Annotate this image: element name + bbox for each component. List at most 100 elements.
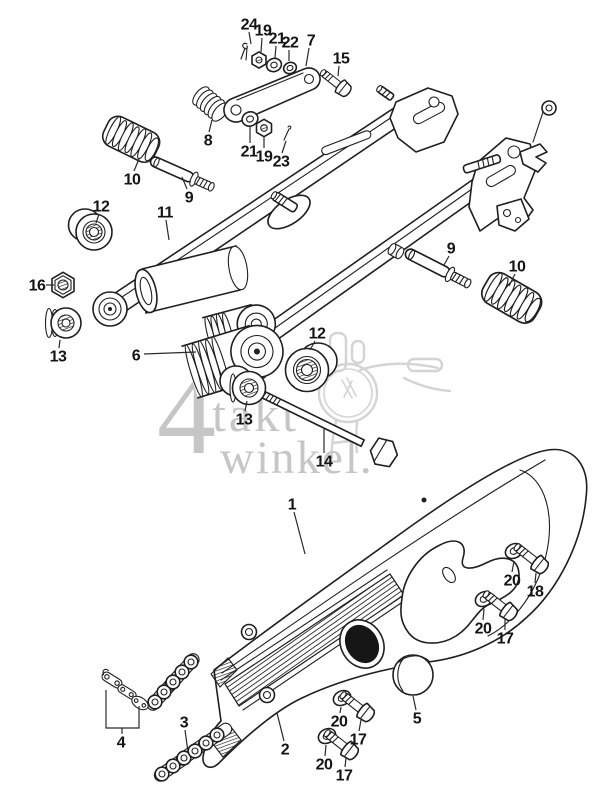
- part-number-19-1: 19: [255, 23, 272, 40]
- inspection-hole: [339, 619, 385, 669]
- watermark-brake-lever: [402, 376, 452, 393]
- swingarm: [92, 85, 557, 343]
- part-number-20-28: 20: [331, 714, 348, 731]
- case-rolled-edge: [221, 459, 546, 674]
- leader-line-2-30: [276, 712, 285, 742]
- tensioner-arm-assembly: [192, 42, 355, 141]
- master-link-set: [101, 668, 149, 711]
- nut-19-top: [251, 51, 267, 69]
- part-number-11-13: 11: [157, 205, 174, 222]
- fork-end-lower: [462, 100, 557, 232]
- leader-line-15-5: [337, 65, 340, 77]
- part-number-17-26: 17: [497, 631, 514, 648]
- chain-case: [202, 448, 588, 769]
- leader-line-21-2: [274, 45, 277, 59]
- leader-line-10-10: [133, 158, 140, 172]
- fork-end-upper: [376, 85, 459, 153]
- bush-12-right: [284, 342, 338, 393]
- leader-line-7-4: [305, 47, 310, 67]
- chain-adjuster-stud: [462, 154, 502, 174]
- part-number-20-31: 20: [316, 757, 333, 774]
- part-number-20-25: 20: [475, 621, 492, 638]
- watermark: 4 takt winkel.: [157, 331, 452, 484]
- swingarm-cross-tube: [134, 245, 249, 314]
- leader-line-13-20: [244, 400, 248, 412]
- arm-7: [223, 67, 321, 123]
- leader-line-9-14: [443, 255, 450, 266]
- leader-line-23-9: [281, 140, 287, 154]
- part-number-17-29: 17: [350, 732, 367, 749]
- part-number-6-18: 6: [132, 348, 141, 365]
- brake-stay-tab: [496, 198, 530, 232]
- nut-16: [51, 271, 75, 299]
- washer-22: [282, 61, 298, 75]
- washer-21-top: [265, 57, 283, 73]
- leader-line-19-1: [260, 37, 263, 53]
- cotter-pin-23: [283, 125, 292, 141]
- footpeg-pin-right: [401, 244, 475, 293]
- part-number-20-23: 20: [504, 573, 521, 590]
- part-number-13-20: 13: [236, 412, 253, 429]
- leader-line-11-13: [165, 219, 170, 241]
- part-number-9-11: 9: [185, 190, 194, 207]
- watermark-headlight: [317, 362, 379, 424]
- part-number-22-3: 22: [282, 35, 299, 52]
- part-number-1-22: 1: [288, 497, 297, 514]
- drive-chain: [146, 653, 233, 782]
- part-number-3-33: 3: [180, 715, 189, 732]
- watermark-handlebar: [358, 362, 440, 372]
- leader-line-1-22: [293, 511, 306, 555]
- bush-12-left: [67, 208, 113, 251]
- leader-line-13-17: [58, 339, 61, 349]
- leader-line-3-33: [184, 729, 189, 753]
- cap-5: [392, 654, 434, 696]
- part-number-2-30: 2: [281, 742, 290, 759]
- leader-line-24-0: [248, 31, 252, 45]
- watermark-winkel: winkel.: [220, 432, 374, 484]
- part-number-24-0: 24: [241, 17, 258, 34]
- cotter-pin-24: [240, 42, 248, 61]
- part-number-14-21: 14: [316, 454, 333, 471]
- leader-line-18-24: [534, 572, 537, 584]
- shock-mount-stud: [267, 191, 311, 230]
- watermark-sketch: [317, 331, 452, 460]
- leader-line-20-31: [324, 744, 327, 757]
- leader-line-8-6: [208, 119, 213, 133]
- pivot-bush-assembly: [181, 303, 284, 399]
- leader-line-17-29: [358, 719, 362, 732]
- leader-line-20-25: [482, 608, 485, 621]
- part-number-15-5: 15: [333, 51, 350, 68]
- part-number-4-34: 4: [117, 735, 126, 752]
- part-number-7-4: 7: [307, 33, 316, 50]
- part-number-10-15: 10: [509, 259, 526, 276]
- nut-19-bottom: [255, 118, 273, 138]
- part-number-5-27: 5: [413, 711, 422, 728]
- leader-line-20-28: [339, 706, 342, 714]
- part-number-12-19: 12: [309, 326, 326, 343]
- swingarm-slot: [321, 130, 372, 156]
- part-number-17-32: 17: [336, 768, 353, 785]
- chain-case-outline: [202, 448, 588, 769]
- bush-13-left: [44, 307, 82, 339]
- part-number-21-2: 21: [269, 31, 286, 48]
- washer-21-bottom: [241, 111, 259, 127]
- part-number-16-16: 16: [29, 278, 46, 295]
- adjuster-claw: [519, 143, 548, 173]
- part-number-19-8: 19: [256, 149, 273, 166]
- leader-line-12-12: [95, 213, 100, 224]
- part-number-13-17: 13: [50, 349, 67, 366]
- bolt-15: [315, 64, 355, 100]
- footpeg-collar-right: [387, 242, 405, 260]
- chain-opening-upper: [210, 657, 238, 688]
- footpeg-pin-left: [147, 152, 218, 196]
- leader-line-9-11: [181, 176, 188, 190]
- part-number-9-14: 9: [447, 241, 456, 258]
- leader-line-12-19: [309, 340, 316, 351]
- swingarm-pivot-eye: [92, 291, 128, 327]
- case-cutout: [400, 540, 520, 644]
- part-number-21-7: 21: [241, 144, 258, 161]
- part-number-8-6: 8: [204, 133, 213, 150]
